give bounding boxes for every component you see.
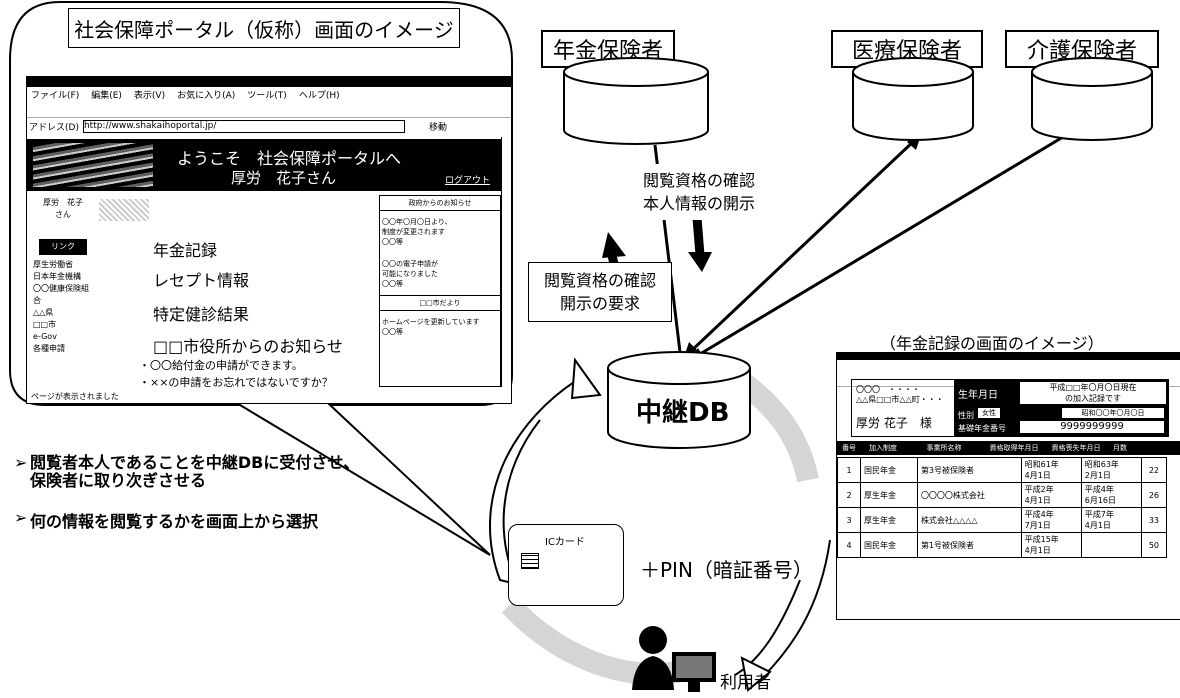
pension-record-window: 〇〇〇 ・・・・ △△県□□市△△町・・・ 厚労 花子 様 生年月日 平成□□年… xyxy=(836,352,1180,620)
record-table-header: 番号 加入制度 事業所名称 資格取得年月日 資格喪失年月日 月数 xyxy=(837,441,1180,455)
side-link-applications[interactable]: 各種申請 xyxy=(33,344,65,353)
side-link-mhlw[interactable]: 厚生労働省 xyxy=(33,260,73,269)
record-as-of: 平成□□年〇月〇日現在 の加入記録です xyxy=(1020,382,1166,404)
menu-pension-records[interactable]: 年金記録 xyxy=(153,241,218,260)
notice-1: ・〇〇給付金の申請ができます。 xyxy=(139,359,303,372)
menu-file[interactable]: ファイル(F) xyxy=(31,90,80,101)
pin-label: ＋PIN（暗証番号） xyxy=(640,558,813,582)
menu-bar: ファイル(F) 編集(E) 表示(V) お気に入り(A) ツール(T) ヘルプ(… xyxy=(27,87,511,101)
bullet-1: ➢閲覧者本人であることを中継DBに受付させ、 保険者に取り次ぎさせる xyxy=(14,453,360,491)
menu-city-notice[interactable]: □□市役所からのお知らせ xyxy=(153,337,343,356)
address-label: アドレス(D) xyxy=(29,122,79,133)
pension-db-icon xyxy=(563,57,709,145)
col-office: 事業所名称 xyxy=(926,444,962,452)
confirm-request-label: 閲覧資格の確認 開示の要求 xyxy=(528,262,672,322)
side-link-prefecture[interactable]: △△県 xyxy=(33,308,54,317)
side-link-pension-org[interactable]: 日本年金機構 xyxy=(33,272,81,281)
menu-help[interactable]: ヘルプ(H) xyxy=(298,90,340,101)
relay-db-icon xyxy=(607,351,751,449)
care-db-icon xyxy=(1031,57,1153,141)
cloud-image xyxy=(33,143,153,187)
ic-card: ICカード xyxy=(508,524,624,606)
user-greeting: 厚労 花子さん xyxy=(231,169,337,187)
confirm-disclose-label: 閲覧資格の確認 本人情報の開示 xyxy=(630,164,768,220)
notice-2: ・××の申請をお忘れではないですか？ xyxy=(139,376,333,389)
record-address-2: △△県□□市△△町・・・ xyxy=(856,395,944,404)
side-user: 厚労 花子 さん xyxy=(43,198,83,219)
city-news: □□市だより xyxy=(380,295,500,311)
col-lost: 資格喪失年月日 xyxy=(1051,444,1101,452)
news-panel: 政府からのお知らせ 〇〇年〇月〇日より、 制度が変更されます 〇〇等 〇〇の電子… xyxy=(379,195,501,387)
user-icon xyxy=(632,626,716,692)
record-sex-label: 性別 xyxy=(958,411,974,420)
news-2: 〇〇の電子申請が 可能になりました 〇〇等 xyxy=(382,260,438,288)
record-basic-no-label: 基礎年金番号 xyxy=(958,424,1006,433)
news-1: 〇〇年〇月〇日より、 制度が変更されます 〇〇等 xyxy=(382,218,452,246)
go-button[interactable]: 移動 xyxy=(428,122,447,133)
title-bar xyxy=(27,77,511,87)
news-header: 政府からのお知らせ xyxy=(380,196,500,211)
col-months: 月数 xyxy=(1113,444,1127,452)
menu-favorites[interactable]: お気に入り(A) xyxy=(177,90,236,101)
menu-edit[interactable]: 編集(E) xyxy=(91,90,122,101)
col-no: 番号 xyxy=(842,444,856,452)
portal-browser-window: ファイル(F) 編集(E) 表示(V) お気に入り(A) ツール(T) ヘルプ(… xyxy=(26,76,512,404)
col-acquired: 資格取得年月日 xyxy=(989,444,1039,452)
user-label: 利用者 xyxy=(720,673,771,693)
record-basic-no: 9999999999 xyxy=(1020,421,1164,433)
side-link-health-union[interactable]: 〇〇健康保険組合 xyxy=(33,284,89,305)
relay-db-label: 中継DB xyxy=(636,398,730,428)
logout-link[interactable]: ログアウト xyxy=(445,176,491,186)
welcome-text: ようこそ 社会保障ポータルへ xyxy=(177,149,402,168)
bullet-2: ➢何の情報を閲覧するかを画面上から選択 xyxy=(14,508,319,531)
portal-image-title: 社会保障ポータル（仮称）画面のイメージ xyxy=(68,8,460,48)
ic-card-label: ICカード xyxy=(545,537,585,548)
col-system: 加入制度 xyxy=(869,444,897,452)
record-sex-value: 女性 xyxy=(978,408,1000,418)
side-link-egov[interactable]: e-Gov xyxy=(33,332,57,341)
chip-icon xyxy=(521,553,539,569)
side-link-city[interactable]: □□市 xyxy=(33,320,57,329)
status-bar: ページが表示されました xyxy=(31,392,119,401)
city-news-body: ホームページを更新しています 〇〇等 xyxy=(382,318,480,336)
record-header: 〇〇〇 ・・・・ △△県□□市△△町・・・ 厚労 花子 様 生年月日 平成□□年… xyxy=(851,379,1169,437)
record-birth-label: 生年月日 xyxy=(958,390,998,401)
record-address-1: 〇〇〇 ・・・・ xyxy=(856,385,920,394)
side-link-button[interactable]: リンク xyxy=(39,239,87,255)
menu-receipt-info[interactable]: レセプト情報 xyxy=(153,271,250,290)
sidebar-graphic xyxy=(99,199,149,221)
address-input[interactable]: http://www.shakaihoportal.jp/ xyxy=(82,119,405,133)
medical-db-icon xyxy=(852,57,974,141)
record-birth-value: 昭和〇〇年〇月〇日 xyxy=(1062,408,1164,418)
pension-image-title: （年金記録の画面のイメージ） xyxy=(880,334,1104,353)
portal-banner: ようこそ 社会保障ポータルへ 厚労 花子さん ログアウト xyxy=(27,139,501,191)
menu-view[interactable]: 表示(V) xyxy=(133,90,166,101)
scrollbar[interactable] xyxy=(501,137,511,387)
record-name: 厚労 花子 様 xyxy=(856,416,932,430)
menu-health-checkup[interactable]: 特定健診結果 xyxy=(153,305,250,324)
menu-tools[interactable]: ツール(T) xyxy=(247,90,287,101)
disclose-arrow xyxy=(692,217,705,256)
